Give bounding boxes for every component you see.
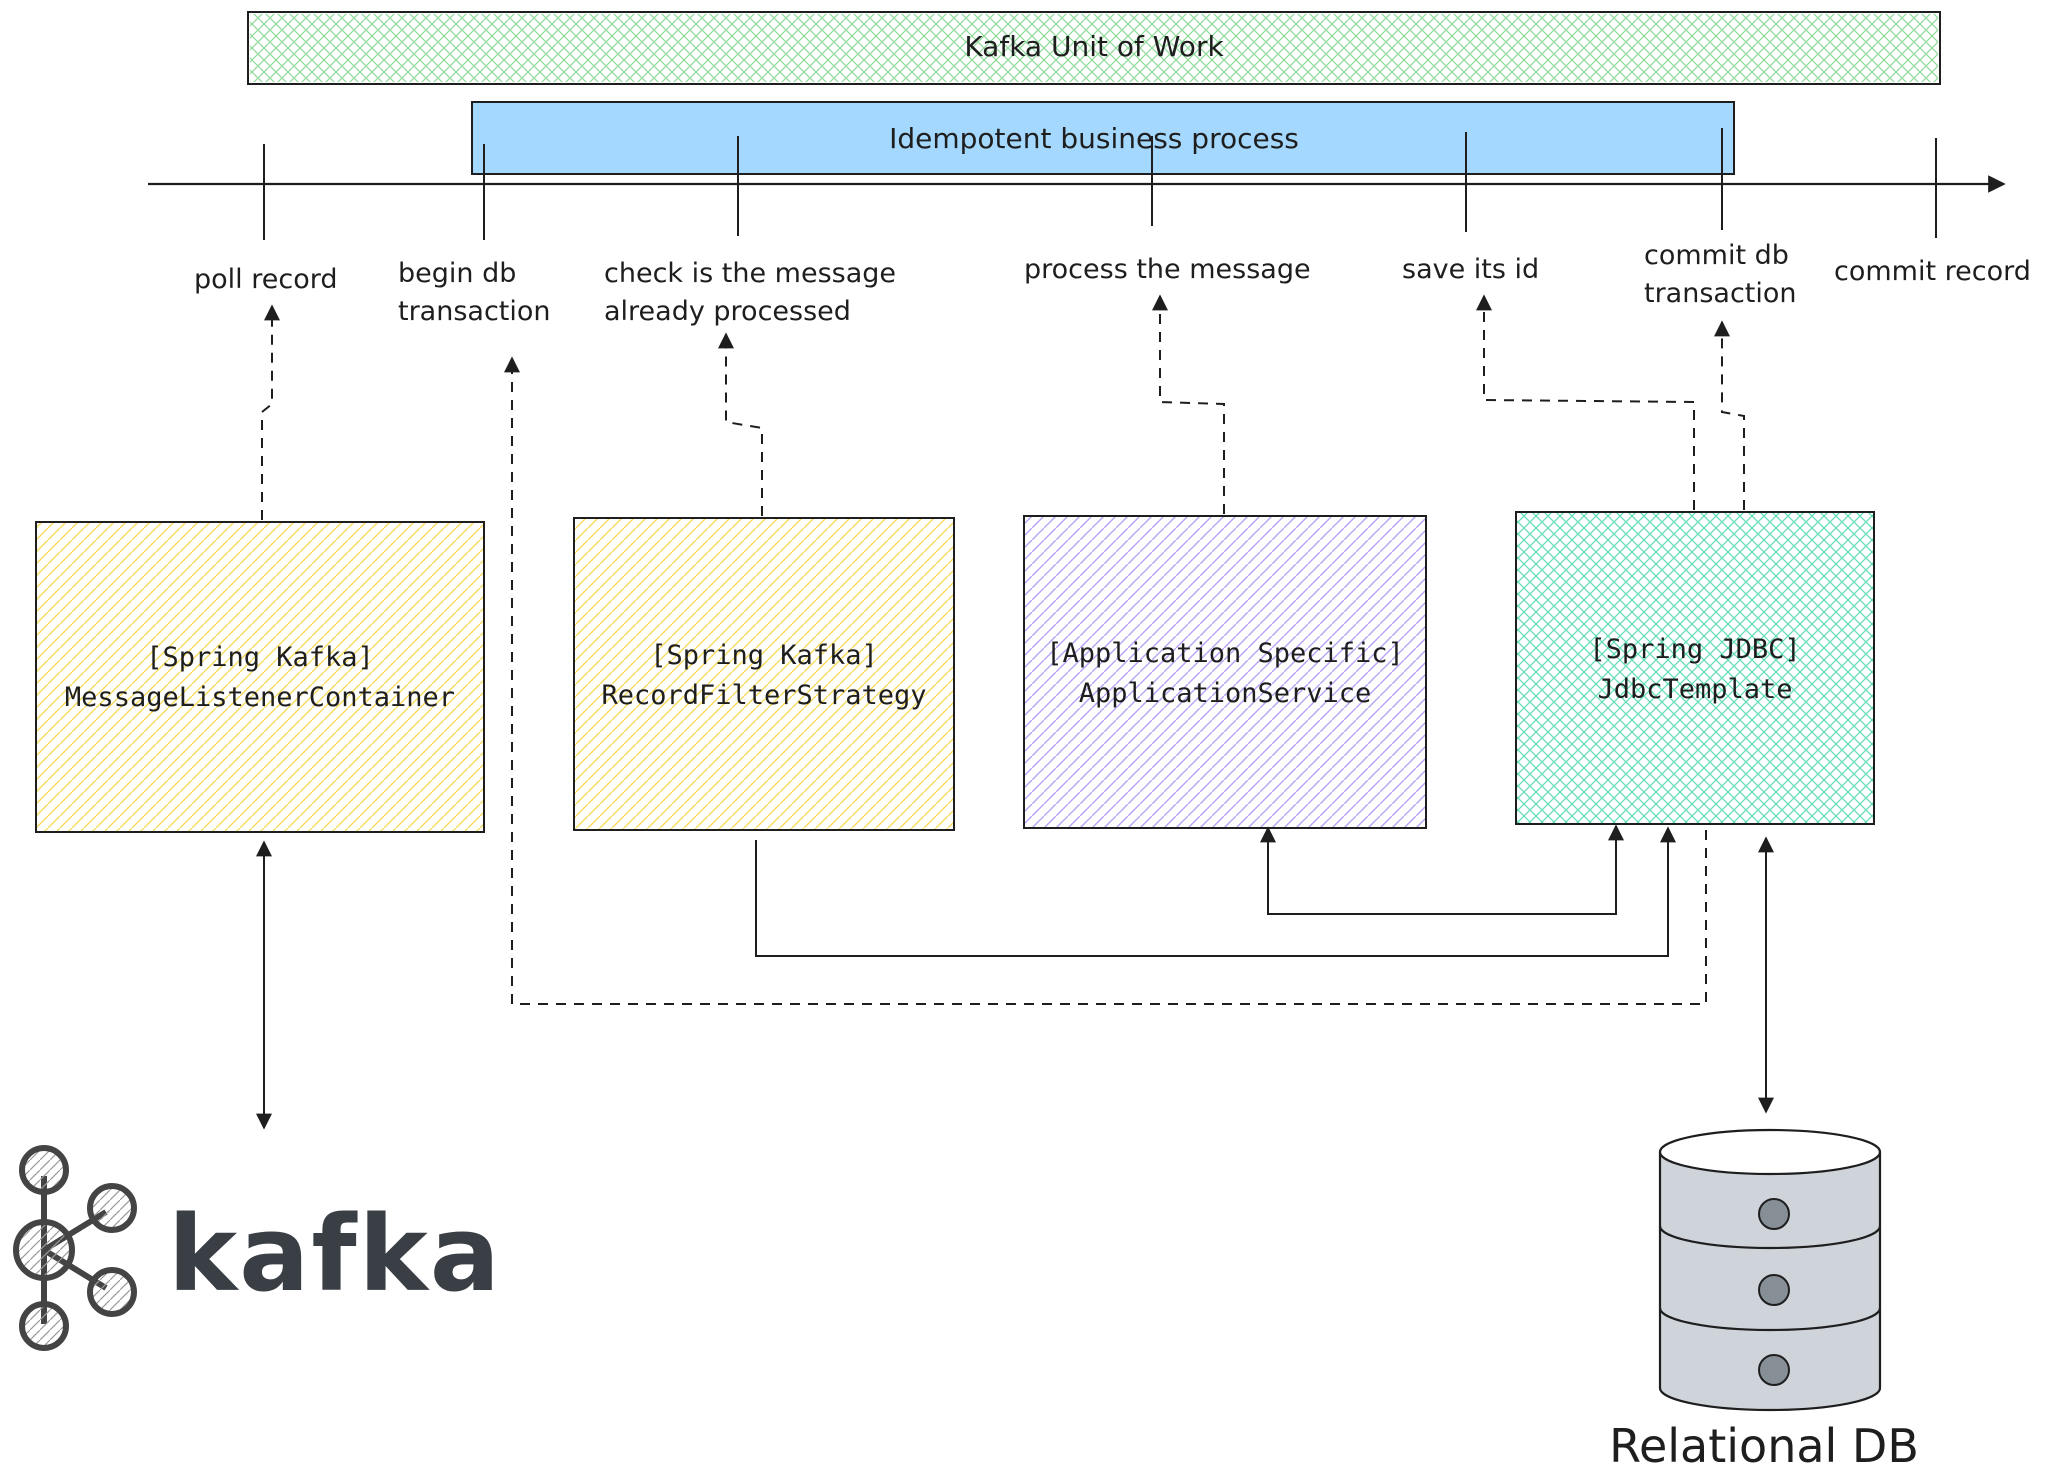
jdbc-template-box: [Spring JDBC] JdbcTemplate [1515, 511, 1875, 825]
step-check-line2: already processed [604, 296, 851, 327]
solid-connectors [256, 824, 1774, 1130]
service-label-line1: [Application Specific] [1046, 638, 1404, 669]
listener-label-line2: MessageListenerContainer [65, 682, 455, 713]
record-filter-box: [Spring Kafka] RecordFilterStrategy [573, 517, 955, 831]
kafka-logo-icon [13, 1145, 137, 1351]
application-service-box: [Application Specific] ApplicationServic… [1023, 515, 1427, 829]
jdbc-label-line1: [Spring JDBC] [1589, 634, 1800, 665]
step-check-line1: check is the message [604, 258, 896, 289]
step-process-message: process the message [1024, 254, 1311, 285]
jdbc-to-commit-arrow [1714, 320, 1745, 510]
idempotent-band: Idempotent business process [471, 101, 1735, 175]
idempotent-label: Idempotent business process [889, 122, 1299, 155]
jdbc-to-save-arrow [1476, 294, 1695, 510]
step-commit-record: commit record [1834, 256, 2031, 287]
listener-label-line1: [Spring Kafka] [146, 642, 374, 673]
jdbc-label-line2: JdbcTemplate [1597, 674, 1792, 705]
filter-to-jdbc-arrow [755, 826, 1676, 957]
unit-of-work-band: Kafka Unit of Work [247, 11, 1941, 85]
kafka-logo: kafka [13, 1145, 502, 1351]
relational-db-label: Relational DB [1609, 1419, 1919, 1473]
timeline-step-labels: poll record begin db transaction check i… [194, 240, 2031, 327]
step-commit-db-line1: commit db [1644, 240, 1789, 271]
filter-to-check-arrow [718, 332, 763, 516]
kafka-wordmark: kafka [168, 1193, 502, 1315]
service-label-line2: ApplicationService [1079, 678, 1372, 709]
step-begin-db-line1: begin db [398, 258, 516, 289]
dashed-connectors [261, 294, 1745, 1005]
filter-label-line1: [Spring Kafka] [650, 640, 878, 671]
step-commit-db-line2: transaction [1644, 278, 1797, 309]
filter-label-line2: RecordFilterStrategy [601, 680, 926, 711]
step-begin-db-line2: transaction [398, 296, 551, 327]
timeline-axis [148, 128, 2006, 240]
service-to-process-arrow [1152, 294, 1225, 514]
step-poll-record: poll record [194, 264, 338, 295]
unit-of-work-label: Kafka Unit of Work [964, 30, 1224, 63]
service-jdbc-arrow [1260, 824, 1624, 915]
relational-db-icon [1658, 1128, 1882, 1412]
listener-container-box: [Spring Kafka] MessageListenerContainer [35, 521, 485, 833]
step-save-id: save its id [1402, 254, 1539, 285]
listener-to-poll-arrow [261, 304, 280, 520]
